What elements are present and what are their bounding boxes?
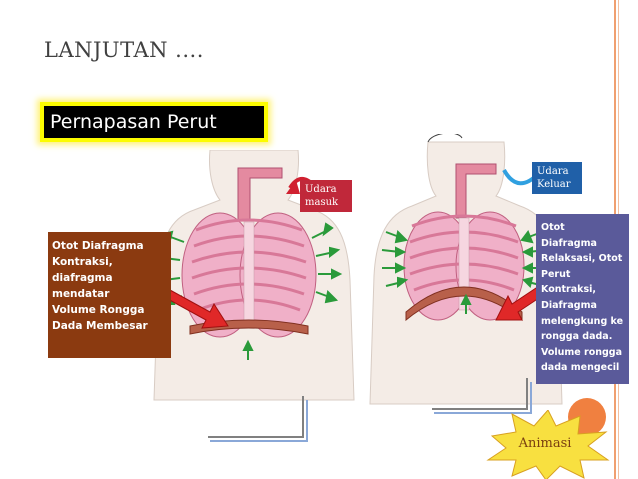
inhale-illustration	[153, 150, 355, 401]
frame-line	[208, 436, 304, 438]
exhale-line: Volume rongga	[541, 346, 623, 358]
frame-line	[302, 396, 304, 438]
inhale-line: diafragma	[52, 272, 113, 284]
label-udara-keluar: Udara Keluar	[532, 162, 582, 194]
label-udara-masuk-line2: masuk	[305, 197, 339, 208]
exhale-illustration	[369, 134, 563, 405]
exhale-line: Diafragma	[541, 299, 597, 311]
inhale-line: mendatar	[52, 288, 110, 300]
inhale-description: Otot Diafragma Kontraksi, diafragma mend…	[48, 232, 171, 358]
subtitle-highlight: Pernapasan Perut	[40, 102, 268, 142]
slide-subtitle: Pernapasan Perut	[44, 106, 264, 138]
exhale-line: rongga dada.	[541, 331, 613, 343]
slide-title: LANJUTAN ....	[44, 38, 204, 62]
label-udara-masuk-line1: Udara	[305, 184, 337, 195]
inhale-line: Kontraksi,	[52, 256, 113, 268]
exhale-line: Diafragma	[541, 237, 597, 249]
diaphragm-arrow-red	[165, 289, 229, 329]
frame-line	[432, 408, 528, 410]
head-outline	[427, 134, 463, 143]
airway-right	[455, 163, 497, 219]
inhale-line: Otot Diafragma	[52, 240, 144, 252]
frame-line	[530, 382, 532, 412]
frame-line	[526, 378, 528, 410]
animation-button-label[interactable]: Animasi	[518, 436, 572, 451]
inhale-line: Volume Rongga	[52, 304, 145, 316]
exhale-description: Otot Diafragma Relaksasi, Otot Perut Kon…	[536, 214, 629, 384]
exhale-line: dada mengecil	[541, 362, 620, 374]
label-udara-masuk: Udara masuk	[300, 180, 352, 212]
exhale-line: Perut	[541, 268, 571, 280]
frame-line	[306, 400, 308, 440]
animation-button-star[interactable]	[482, 410, 612, 479]
exhale-line: melengkung ke	[541, 315, 624, 327]
label-udara-keluar-line2: Keluar	[537, 179, 571, 190]
exhale-line: Otot	[541, 222, 565, 233]
frame-line	[210, 440, 308, 442]
frame-line	[434, 412, 532, 414]
label-udara-keluar-line1: Udara	[537, 166, 569, 177]
inhale-line: Dada Membesar	[52, 320, 148, 332]
exhale-line: Relaksasi, Otot	[541, 253, 623, 265]
exhale-line: Kontraksi,	[541, 284, 596, 296]
